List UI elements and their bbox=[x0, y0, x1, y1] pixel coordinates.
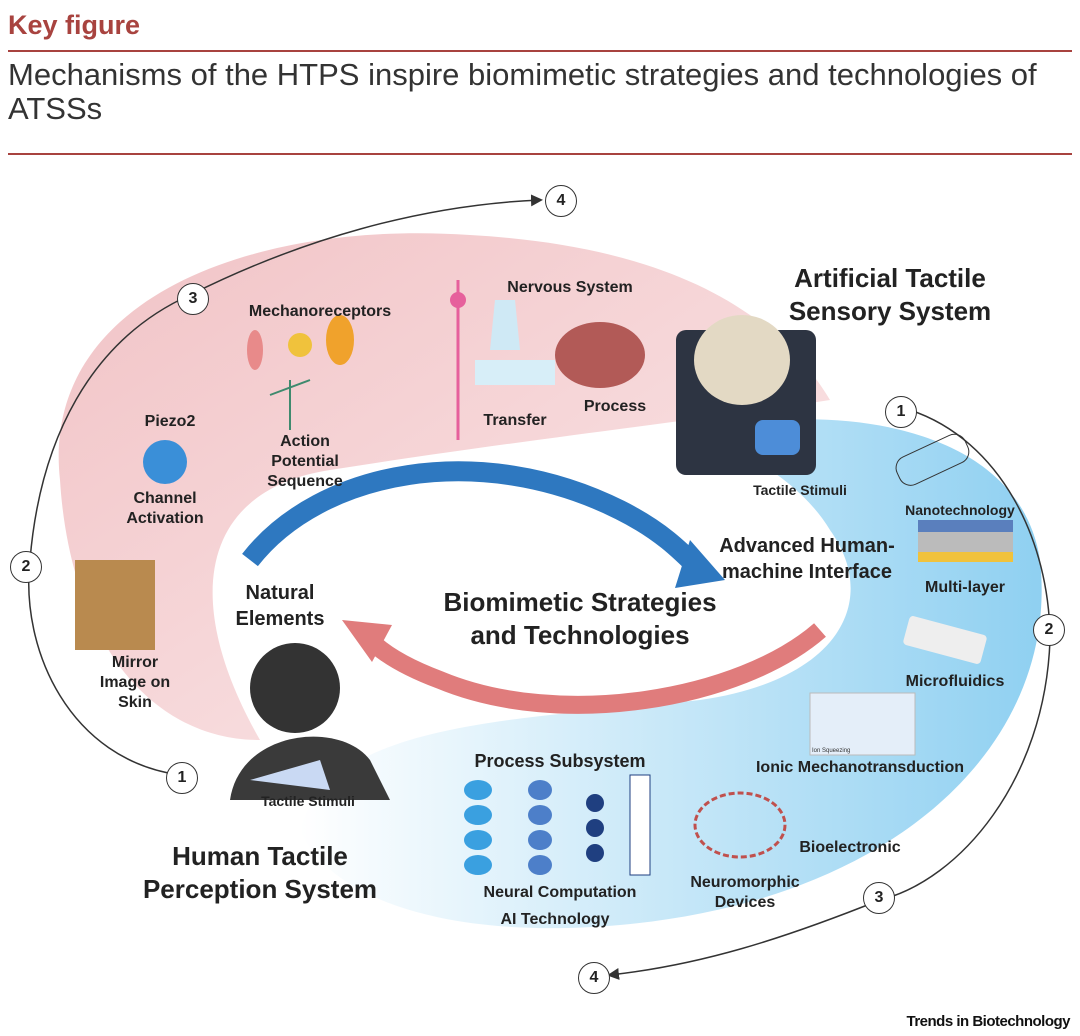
label-ion-squeezing: Ion Squeezing bbox=[812, 748, 851, 754]
blue-arrow bbox=[242, 461, 708, 578]
htps-step-3: 3 bbox=[177, 283, 209, 315]
atss-step-2: 2 bbox=[1033, 614, 1065, 646]
htps-step-4: 4 bbox=[545, 185, 577, 217]
synapse-image bbox=[475, 300, 555, 385]
neuron-image bbox=[450, 280, 466, 440]
neural-network-image bbox=[464, 774, 651, 876]
label-microfluidics: Microfluidics bbox=[905, 673, 1005, 690]
outer-arrow-htps bbox=[28, 194, 543, 776]
advanced-hmi: Advanced Human-machine Interface bbox=[719, 535, 895, 583]
outer-arrow-atss bbox=[607, 409, 1051, 980]
divider-bottom bbox=[8, 153, 1072, 155]
label-neuromorphic: Neuromorphic Devices bbox=[690, 874, 800, 911]
label-process: Process bbox=[583, 398, 647, 415]
microfluidics-image bbox=[903, 616, 987, 664]
person-silhouette bbox=[230, 643, 390, 800]
kicker: Key figure bbox=[8, 10, 141, 40]
figure-title: Mechanisms of the HTPS inspire biomimeti… bbox=[8, 57, 1037, 126]
center-title: Biomimetic Strategies and Technologies bbox=[443, 587, 717, 650]
label-piezo2: Piezo2 bbox=[144, 413, 196, 430]
atss-step-1: 1 bbox=[885, 396, 917, 428]
atss-step-3: 3 bbox=[863, 882, 895, 914]
atss-region bbox=[300, 419, 1042, 929]
journal-credit: Trends in Biotechnology bbox=[906, 1013, 1070, 1030]
blue-arrowhead bbox=[675, 540, 725, 588]
label-mirror-image: Mirror Image on Skin bbox=[99, 654, 171, 711]
neuromorphic-brain-image bbox=[693, 791, 787, 859]
atss-title: Artificial Tactile Sensory System bbox=[788, 263, 992, 326]
red-arrow bbox=[363, 623, 826, 714]
brain-image bbox=[555, 322, 645, 388]
label-action-potential: Action Potential Sequence bbox=[267, 433, 343, 490]
natural-elements: Natural Elements bbox=[235, 582, 325, 630]
skin-image bbox=[75, 560, 155, 650]
htps-step-1: 1 bbox=[166, 762, 198, 794]
htps-step-2: 2 bbox=[10, 551, 42, 583]
label-nanotechnology: Nanotechnology bbox=[905, 502, 1015, 518]
label-ai-technology: AI Technology bbox=[500, 911, 610, 928]
label-process-subsystem: Process Subsystem bbox=[474, 751, 646, 771]
label-channel-activation: Channel Activation bbox=[126, 490, 204, 527]
nanotube-image bbox=[895, 433, 970, 486]
label-atss-tactile-stimuli: Tactile Stimuli bbox=[753, 482, 847, 498]
red-arrowhead bbox=[342, 620, 392, 662]
atss-step-4: 4 bbox=[578, 962, 610, 994]
divider-top bbox=[8, 50, 1072, 52]
label-mechanoreceptors: Mechanoreceptors bbox=[248, 303, 392, 320]
label-neural-computation: Neural Computation bbox=[483, 884, 637, 901]
piezo2-image bbox=[143, 440, 187, 484]
mechanoreceptor-images bbox=[247, 315, 354, 430]
htps-title: Human Tactile Perception System bbox=[142, 841, 378, 904]
multilayer-image bbox=[918, 520, 1013, 562]
label-htps-tactile-stimuli: Tactile Stimuli bbox=[261, 793, 355, 809]
label-ionic: Ionic Mechanotransduction bbox=[755, 759, 964, 776]
label-bioelectronic: Bioelectronic bbox=[799, 839, 901, 856]
label-nervous-system: Nervous System bbox=[507, 279, 633, 296]
label-transfer: Transfer bbox=[483, 412, 547, 429]
robot-image bbox=[676, 315, 816, 475]
label-multilayer: Multi-layer bbox=[924, 579, 1005, 596]
ionic-image bbox=[809, 692, 916, 756]
